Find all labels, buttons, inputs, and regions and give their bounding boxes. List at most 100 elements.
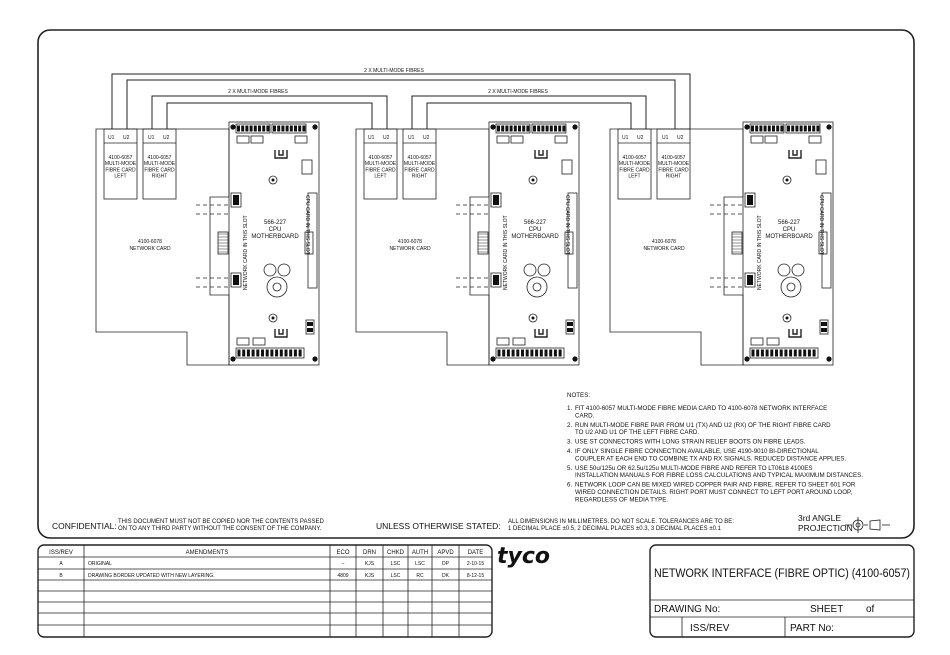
network-card-label-0: 4100-6078 — [138, 239, 162, 245]
cpu-motherboard-outline — [228, 121, 320, 366]
fibre-right-u2-label: U2 — [423, 135, 430, 141]
amend-row-0-cell-3: KJS — [365, 561, 375, 567]
network-card-label-0: 4100-6078 — [398, 239, 422, 245]
tyco-logo: tyco — [497, 544, 550, 569]
title-block-grid — [650, 599, 914, 637]
amend-header-0: ISS/REV — [49, 550, 73, 556]
amend-row-0-cell-4: LSC — [391, 561, 401, 567]
main-border — [37, 29, 915, 539]
unless-text-1: ALL DIMENSIONS IN MILLIMETRES. DO NOT SC… — [508, 519, 734, 525]
note-2-line-2: TO U2 AND U1 OF THE LEFT FIBRE CARD. — [575, 429, 699, 436]
fibre-card-right — [142, 128, 177, 200]
fibre-left-u1-label: U1 — [622, 135, 629, 141]
fibre-card-right — [656, 128, 691, 200]
fibre-left-label-1: MULTI-MODE — [365, 161, 397, 167]
fibre-right-label-0: 4100-6057 — [662, 155, 686, 161]
fibre-card-left — [617, 128, 652, 200]
amend-header-3: DRN — [363, 550, 376, 556]
fibre-card-left — [103, 128, 138, 200]
fibre-left-u1-label: U1 — [368, 135, 375, 141]
note-4-line-1: IF ONLY SINGLE FIBRE CONNECTION AVAILABL… — [575, 448, 819, 455]
fibre-label-left: 2 X MULTI-MODE FIBRES — [228, 89, 288, 95]
fibre-right-u1-label: U1 — [662, 135, 669, 141]
iss-rev-label: ISS/REV — [690, 623, 730, 634]
fibre-right-label-1: MULTI-MODE — [144, 161, 176, 167]
fibre-right-u2-label: U2 — [677, 135, 684, 141]
slot-label-network: NETWORK CARD IN THIS SLOT — [503, 215, 509, 290]
note-5-line-1: USE 50u/125u OR 62.5u/125u MULTI-MODE FI… — [575, 465, 813, 472]
amend-header-7: DATE — [468, 550, 484, 556]
part-no-label: PART No: — [790, 623, 834, 634]
cpu-label-0: 566-227 — [264, 220, 287, 226]
sheet-of-label: of — [866, 604, 875, 615]
fibre-right-label-1: MULTI-MODE — [658, 161, 690, 167]
note-1-line-1: FIT 4100-6057 MULTI-MODE FIBRE MEDIA CAR… — [575, 405, 827, 412]
amend-row-1-cell-5: RC — [416, 573, 424, 579]
note-1-line-2: CARD. — [575, 412, 595, 419]
amend-row-0-cell-7: 2-10-15 — [467, 561, 484, 567]
fibre-right-label-3: RIGHT — [412, 174, 428, 180]
fibre-right-u1-label: U1 — [148, 135, 155, 141]
slot-label-network: NETWORK CARD IN THIS SLOT — [757, 215, 763, 290]
note-number-6: 6. — [567, 482, 572, 489]
note-3-line-1: USE ST CONNECTORS WITH LONG STRAIN RELIE… — [575, 439, 806, 446]
fibre-right-label-2: FIBRE CARD — [404, 167, 435, 173]
cpu-label-0: 566-227 — [778, 220, 801, 226]
sheet-label: SHEET — [810, 604, 843, 615]
amend-row-0-cell-6: DP — [442, 561, 450, 567]
fibre-left-label-0: 4100-6057 — [369, 155, 393, 161]
confidential-text-2: ON TO ANY THIRD PARTY WITHOUT THE CONSEN… — [118, 526, 322, 532]
note-number-3: 3. — [567, 439, 572, 446]
note-number-5: 5. — [567, 465, 572, 472]
unless-text-2: 1 DECIMAL PLACE ±0.5, 2 DECIMAL PLACES ±… — [508, 526, 722, 532]
fibre-left-label-0: 4100-6057 — [623, 155, 647, 161]
note-2-line-1: RUN MULTI-MODE FIBRE PAIR FROM U1 (TX) A… — [575, 422, 831, 429]
cpu-motherboard-outline — [488, 121, 580, 366]
fibre-left-u2-label: U2 — [383, 135, 390, 141]
cpu-motherboard-outline — [742, 121, 834, 366]
note-number-4: 4. — [567, 448, 572, 455]
fibre-right-label-2: FIBRE CARD — [658, 167, 689, 173]
fibre-right-u1-label: U1 — [408, 135, 415, 141]
fibre-left-label-1: MULTI-MODE — [105, 161, 137, 167]
note-5-line-2: INSTALLATION MANUALS FOR FIBRE LOSS CALC… — [575, 472, 863, 479]
amend-row-1-cell-7: 8-12-15 — [467, 573, 484, 579]
confidential-label: CONFIDENTIAL: — [52, 521, 117, 531]
slot-label-network: NETWORK CARD IN THIS SLOT — [243, 215, 249, 290]
amend-row-0-cell-1: ORIGINAL — [88, 561, 112, 567]
fibre-left-u1-label: U1 — [108, 135, 115, 141]
drawing-title: NETWORK INTERFACE (FIBRE OPTIC) (4100-60… — [654, 568, 910, 580]
cpu-label-2: MOTHERBOARD — [511, 234, 559, 240]
amend-row-0-cell-0: A — [59, 561, 63, 567]
network-card-label-1: NETWORK CARD — [129, 246, 171, 252]
note-number-2: 2. — [567, 422, 572, 429]
fibre-right-label-0: 4100-6057 — [148, 155, 172, 161]
cpu-label-1: CPU — [529, 227, 542, 233]
fibre-label-top: 2 X MULTI-MODE FIBRES — [364, 68, 424, 74]
amend-row-1-cell-3: KJS — [365, 573, 375, 579]
network-card-label-1: NETWORK CARD — [389, 246, 431, 252]
note-4-line-2: COUPLER AT EACH END TO COMBINE TX AND RX… — [575, 455, 847, 462]
cpu-label-2: MOTHERBOARD — [251, 234, 299, 240]
amend-row-1-cell-0: B — [59, 573, 63, 579]
projection-line-1: 3rd ANGLE — [798, 513, 841, 523]
fibre-right-label-1: MULTI-MODE — [404, 161, 436, 167]
notes-list: 1.FIT 4100-6057 MULTI-MODE FIBRE MEDIA C… — [567, 405, 863, 503]
unless-label: UNLESS OTHERWISE STATED: — [376, 521, 501, 531]
drawing-no-label: DRAWING No: — [654, 604, 720, 615]
amend-header-5: AUTH — [412, 550, 428, 556]
note-6-line-2: WIRED CONNECTION DETAILS. RIGHT PORT MUS… — [575, 489, 852, 496]
fibre-right-label-3: RIGHT — [666, 174, 682, 180]
cpu-label-2: MOTHERBOARD — [765, 234, 813, 240]
amend-row-0-cell-5: LSC — [415, 561, 425, 567]
amend-header-1: AMENDMENTS — [186, 550, 229, 556]
slot-label-cpu: CPU CARD IN THIS SLOT — [818, 195, 824, 255]
fibre-left-label-1: MULTI-MODE — [619, 161, 651, 167]
fibre-left-label-2: FIBRE CARD — [105, 167, 136, 173]
projection-line-2: PROJECTION — [798, 523, 853, 533]
amend-header-4: CHKD — [387, 550, 405, 556]
